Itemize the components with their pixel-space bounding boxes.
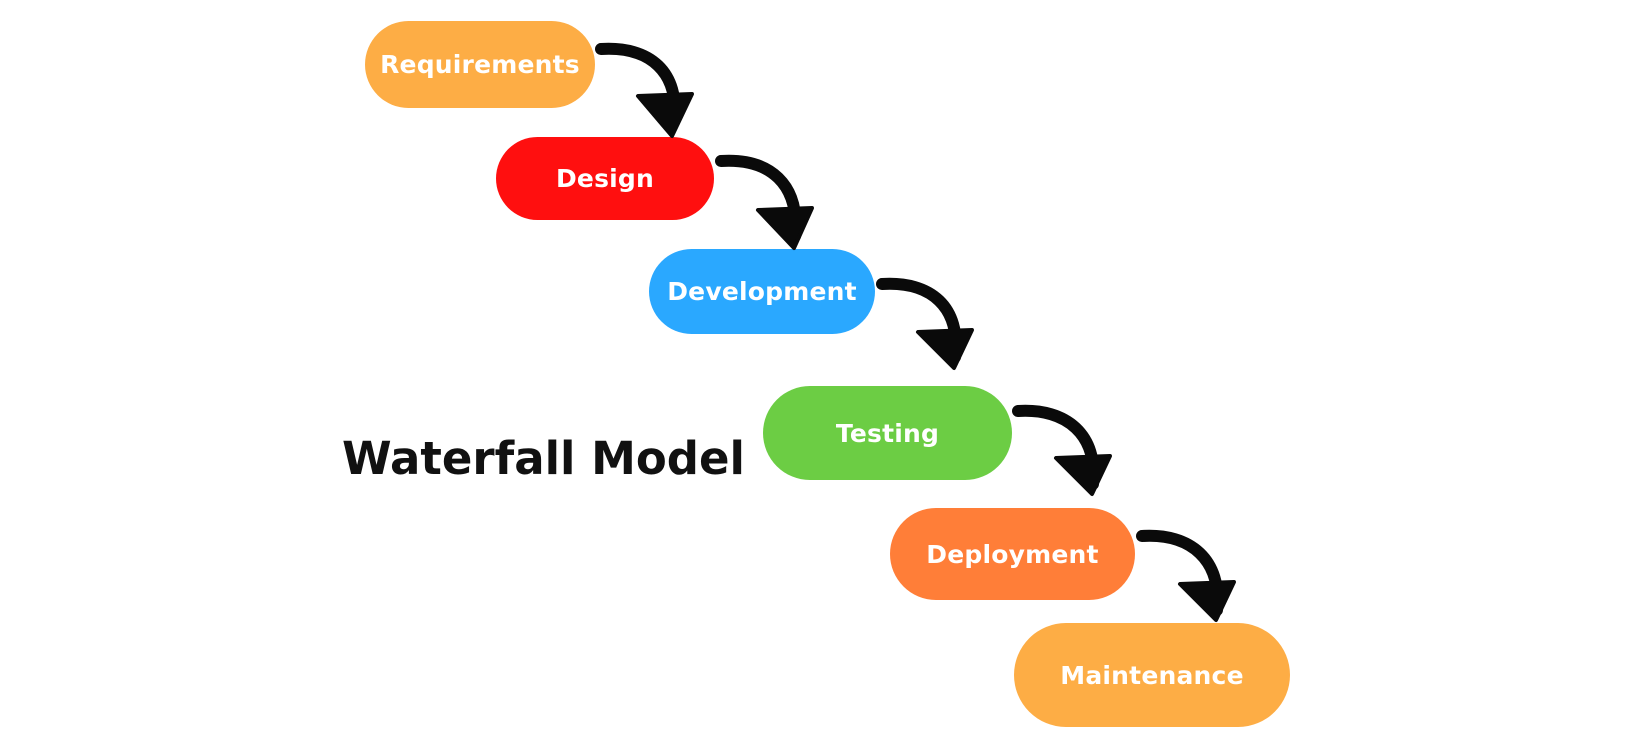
stage-testing: Testing (763, 386, 1012, 480)
curved-arrow-icon (876, 277, 962, 363)
arrowhead-icon (756, 206, 814, 250)
arrowhead-icon (1054, 454, 1112, 496)
stage-deployment: Deployment (890, 508, 1135, 600)
stage-requirements: Requirements (365, 21, 595, 108)
stage-label: Design (555, 164, 655, 193)
arrowhead-icon (636, 92, 694, 138)
stage-label: Deployment (926, 539, 1099, 569)
stage-design: Design (496, 137, 714, 220)
arrow-testing-to-deployment (1012, 404, 1112, 496)
diagram-title: Waterfall Model (342, 432, 745, 485)
arrow-design-to-development (715, 154, 814, 250)
curved-arrow-icon (1012, 404, 1100, 490)
stage-label: Development (667, 277, 857, 306)
stage-development: Development (649, 249, 875, 334)
stage-label: Testing (835, 418, 940, 448)
arrowhead-icon (916, 328, 974, 370)
arrow-requirements-to-design (595, 42, 694, 138)
arrow-deployment-to-maintenance (1136, 529, 1236, 622)
arrowhead-icon (1178, 580, 1236, 622)
stage-label: Maintenance (1060, 660, 1244, 690)
stage-maintenance: Maintenance (1014, 623, 1290, 727)
curved-arrow-icon (1136, 529, 1224, 616)
curved-arrow-icon (595, 42, 681, 128)
stage-label: Requirements (380, 50, 580, 79)
arrow-development-to-testing (876, 277, 974, 370)
curved-arrow-icon (715, 154, 802, 242)
